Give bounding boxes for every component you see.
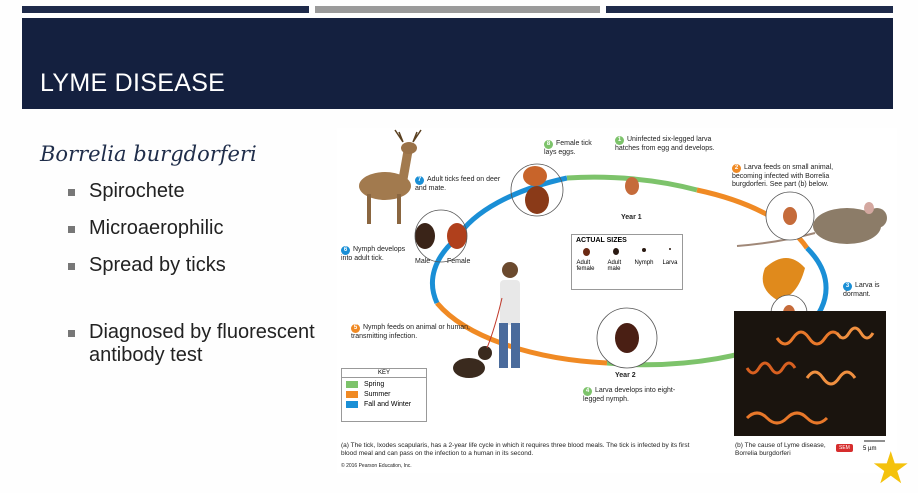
egg-cluster-illustration <box>523 166 547 186</box>
cycle-arc-summer <box>696 187 810 250</box>
slide-content: Borrelia burgdorferi Spirochete Microaer… <box>40 142 340 381</box>
sem-badge: SEM <box>836 444 853 452</box>
nymph-illustration <box>615 323 639 353</box>
slide-header: LYME DISEASE <box>22 18 893 109</box>
male-tick-illustration <box>415 223 435 249</box>
organism-name: Borrelia burgdorferi <box>40 142 257 166</box>
egg-tick-circle <box>510 163 564 217</box>
key-row: Spring <box>346 381 422 388</box>
life-cycle-diagram <box>359 129 887 442</box>
adult-ticks-circle <box>414 209 468 263</box>
spirochete-shape <box>745 411 829 425</box>
step-number-badge: 8 <box>544 140 553 149</box>
step-number-badge: 4 <box>583 387 592 396</box>
caption-b: (b) The cause of Lyme disease, Borrelia … <box>735 442 826 457</box>
top-accent-bar-left <box>22 6 309 13</box>
top-accent-bar-right <box>606 6 893 13</box>
bullet-text: Spread by ticks <box>89 254 226 276</box>
step-text: Nymph develops into adult tick. <box>341 246 406 262</box>
size-label: Adult female <box>576 260 595 272</box>
bullet-marker <box>68 226 75 233</box>
leaf-illustration <box>762 258 805 300</box>
copyright: © 2016 Pearson Education, Inc. <box>341 463 412 469</box>
bullet-item: Spirochete <box>40 180 340 203</box>
bullet-marker <box>68 330 75 337</box>
mouse-illustration <box>736 202 887 247</box>
scale-label: 5 µm <box>863 446 877 452</box>
cycle-arc-fall-winter <box>429 236 459 305</box>
bullet-text: Diagnosed by fluorescent antibody test <box>89 321 315 366</box>
step-text: Larva is dormant. <box>843 282 880 298</box>
bullet-text: Spirochete <box>89 180 185 202</box>
bullet-list: Spirochete Microaerophilic Spread by tic… <box>40 180 340 367</box>
caption-a: (a) The tick, Ixodes scapularis, has a 2… <box>341 442 690 457</box>
actual-sizes-title: ACTUAL SIZES <box>576 237 627 244</box>
year-2-label: Year 2 <box>615 372 636 379</box>
bullet-marker <box>68 263 75 270</box>
bullet-item: Microaerophilic <box>40 217 340 240</box>
key-row: Summer <box>346 391 422 398</box>
star-icon: ★ <box>871 444 911 493</box>
size-label: Larva <box>662 260 678 266</box>
step-number-badge: 5 <box>351 324 360 333</box>
deer-illustration <box>359 129 422 224</box>
bullet-item: Diagnosed by fluorescent antibody test <box>40 321 340 367</box>
season-key: KEY Spring Summer Fall and Winter <box>341 368 427 422</box>
adult-female-size-icon <box>583 248 591 256</box>
spirochete-shape <box>745 361 797 375</box>
key-label: Spring <box>364 381 385 388</box>
key-row: Fall and Winter <box>346 401 422 408</box>
bullet-text: Microaerophilic <box>89 217 224 239</box>
key-label: Fall and Winter <box>364 401 412 408</box>
size-label: Adult male <box>607 260 622 272</box>
egg-laying-tick-illustration <box>525 186 549 214</box>
step-number-badge: 2 <box>732 164 741 173</box>
feeding-larva-illustration <box>783 207 797 225</box>
actual-sizes-labels: Adult female Adult male Nymph Larva <box>572 260 682 272</box>
step-number-badge: 3 <box>843 282 852 291</box>
nymph-size-icon <box>641 248 646 252</box>
adult-male-size-icon <box>613 248 620 255</box>
step-text: Uninfected six-legged larva hatches from… <box>615 136 715 152</box>
male-label: Male <box>415 258 431 265</box>
bullet-marker <box>68 189 75 196</box>
step-number-badge: 1 <box>615 136 624 145</box>
step-number-badge: 6 <box>341 246 350 255</box>
spirochete-shape <box>805 370 857 386</box>
actual-sizes-box: ACTUAL SIZES Adult female Adult male Nym… <box>571 234 683 290</box>
fall-winter-swatch <box>346 401 358 408</box>
larva-illustration <box>625 177 639 195</box>
top-accent-bar-middle <box>315 6 600 13</box>
step-text: Larva feeds on small animal, becoming in… <box>732 164 834 188</box>
person-with-dog-illustration <box>453 262 520 378</box>
step-text: Female tick lays eggs. <box>544 140 592 156</box>
year-1-label: Year 1 <box>621 214 642 221</box>
key-title: KEY <box>342 369 426 378</box>
step-text: Nymph feeds on animal or human, transmit… <box>351 324 470 340</box>
larva-size-icon <box>668 248 671 250</box>
female-tick-illustration <box>447 223 467 249</box>
step-number-badge: 7 <box>415 176 424 185</box>
actual-sizes-ticks <box>572 248 682 256</box>
size-label: Nymph <box>634 260 654 266</box>
female-label: Female <box>447 258 471 265</box>
spirochete-shape <box>775 330 843 346</box>
bullet-item: Spread by ticks <box>40 254 340 277</box>
key-label: Summer <box>364 391 391 398</box>
summer-swatch <box>346 391 358 398</box>
spirochete-shape <box>835 326 875 340</box>
step-text: Adult ticks feed on deer and mate. <box>415 176 501 192</box>
slide-title: LYME DISEASE <box>40 69 226 97</box>
step-text: Larva develops into eight-legged nymph. <box>583 387 676 403</box>
spring-swatch <box>346 381 358 388</box>
